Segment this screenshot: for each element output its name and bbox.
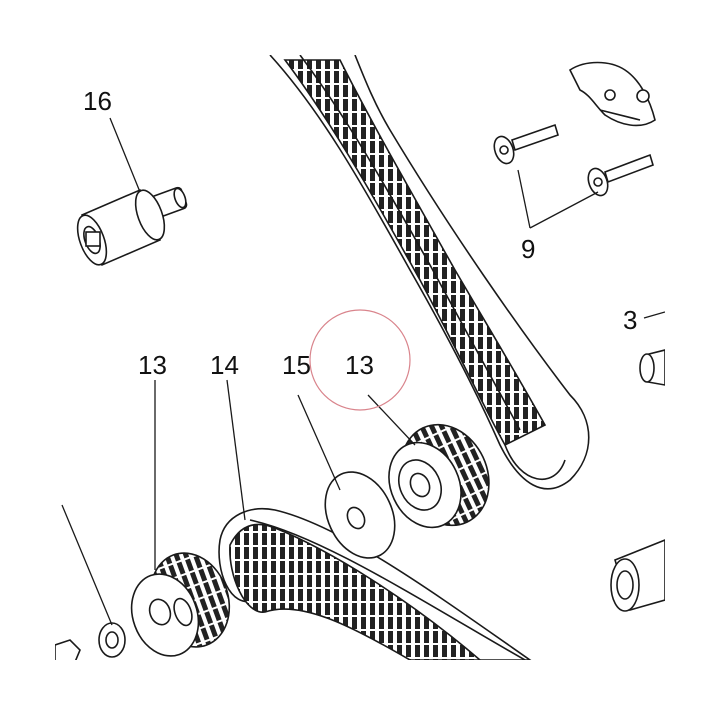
washer-15 [324, 471, 396, 559]
pin-3 [639, 349, 665, 386]
highlight-circle [309, 309, 411, 411]
idler-sleeve [610, 539, 665, 612]
sleeve-pin-16 [76, 186, 188, 267]
callout-14: 14 [210, 350, 239, 380]
callout-13-left: 13 [138, 350, 167, 380]
toothed-pulley-13-right [388, 423, 490, 529]
callout-15: 15 [282, 350, 311, 380]
callout-9: 9 [521, 234, 536, 264]
timing-belt-lower [218, 508, 532, 660]
small-washer [98, 622, 126, 658]
callout-16: 16 [83, 86, 112, 116]
nut [55, 639, 81, 660]
leader-lines [61, 117, 665, 626]
bolts-9 [493, 123, 654, 197]
tensioner-bracket [568, 61, 656, 127]
timing-belt-upper [269, 55, 590, 490]
callout-3: 3 [623, 305, 638, 335]
callout-13-right: 13 [345, 350, 374, 380]
toothed-pulley-13-left [130, 552, 231, 657]
